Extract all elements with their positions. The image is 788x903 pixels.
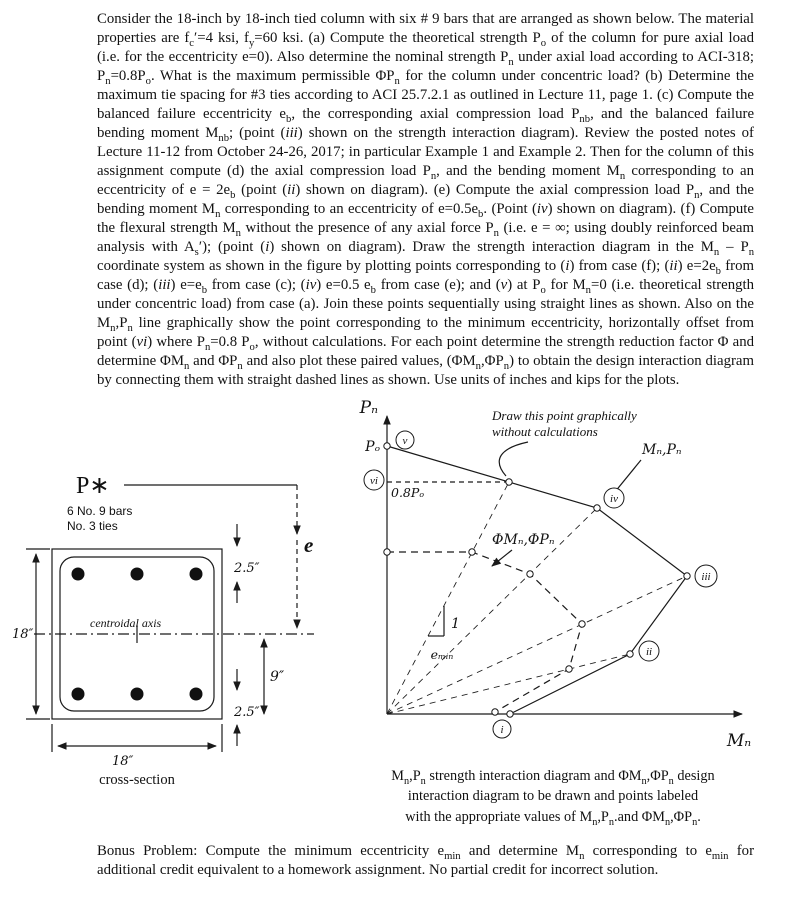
design-point-i xyxy=(491,708,499,716)
emin-label: eₘᵢₙ xyxy=(431,647,454,662)
ray-iv xyxy=(386,507,598,715)
po8-label: 0.8Pₒ xyxy=(391,485,424,500)
load-label: P∗ xyxy=(76,473,109,499)
po-label: Pₒ xyxy=(364,439,380,455)
design-point-cap xyxy=(383,548,391,556)
diagram-caption: Mn,Pn strength interaction diagram and Φ… xyxy=(391,768,715,828)
figure: P∗ e 6 No. 9 bars No. 3 ties xyxy=(0,394,788,838)
label-text: ii xyxy=(646,646,652,658)
top-cover-dim: 2.5″ xyxy=(233,561,260,576)
point-iv xyxy=(593,504,601,512)
width-dim: 18″ xyxy=(112,754,134,769)
label-circle xyxy=(492,719,512,739)
bottom-cover-dim: 2.5″ xyxy=(233,705,260,720)
point-label-iv: iv xyxy=(603,487,625,509)
slope-label: 1 xyxy=(451,616,460,632)
height-dim: 18″ xyxy=(12,627,34,642)
ray-ii xyxy=(386,653,631,715)
problem-statement: Consider the 18-inch by 18-inch tied col… xyxy=(97,11,755,388)
pn-axis-label: Pₙ xyxy=(359,398,378,418)
rebar-group xyxy=(71,567,203,701)
note-line-1: Draw this point graphically xyxy=(491,408,637,423)
design-label-pointer xyxy=(491,549,513,567)
section-labels: 6 No. 9 bars No. 3 ties xyxy=(67,504,132,533)
note-pointer xyxy=(498,441,529,477)
dimensions: 2.5″ 9″ 2.5″ 18″ 18″ xyxy=(12,524,285,769)
point-label-v: v xyxy=(395,430,415,450)
ray-iii xyxy=(386,575,688,715)
label-circle xyxy=(395,430,415,450)
design-point-ii xyxy=(565,665,573,673)
label-text: iii xyxy=(701,571,710,583)
label-text: v xyxy=(403,435,408,447)
point-label-ii: ii xyxy=(638,640,660,662)
ray-emin xyxy=(386,481,510,715)
label-circle xyxy=(638,640,660,662)
bonus-problem: Bonus Problem: Compute the minimum eccen… xyxy=(97,843,754,878)
ties-label: No. 3 ties xyxy=(67,519,118,533)
point-iii xyxy=(683,572,691,580)
load-annotation: P∗ e xyxy=(76,473,313,629)
point-markers xyxy=(383,442,691,718)
column-outline xyxy=(51,548,223,720)
note-line-2: without calculations xyxy=(492,424,598,439)
label-circle xyxy=(363,469,385,491)
rebar xyxy=(71,687,85,701)
cross-section-figure: P∗ e 6 No. 9 bars No. 3 ties xyxy=(12,473,314,788)
label-text: iv xyxy=(610,493,618,505)
eccentricity-rays xyxy=(386,481,688,715)
label-circle xyxy=(603,487,625,509)
design-point-iii xyxy=(578,620,586,628)
bars-label: 6 No. 9 bars xyxy=(67,504,132,518)
curve-label: Mₙ,Pₙ xyxy=(641,442,682,458)
mn-axis-label: Mₙ xyxy=(726,731,751,751)
point-label-i: i xyxy=(492,719,512,739)
half-depth-dim: 9″ xyxy=(270,669,285,685)
design-label: ΦMₙ,ΦPₙ xyxy=(492,532,555,548)
design-point-iv xyxy=(526,570,534,578)
rebar xyxy=(130,687,144,701)
eccentricity-label: e xyxy=(304,533,313,557)
design-interaction-curve xyxy=(387,551,583,713)
point-ii xyxy=(626,650,634,658)
cross-section-caption: cross-section xyxy=(99,772,175,788)
point-emin xyxy=(505,478,513,486)
label-text: i xyxy=(500,724,503,736)
design-point-emin xyxy=(468,548,476,556)
point-v xyxy=(383,442,391,450)
point-label-vi: vi xyxy=(363,469,385,491)
point-label-iii: iii xyxy=(694,564,718,588)
rebar xyxy=(189,687,203,701)
rebar xyxy=(189,567,203,581)
section-drawing: centroidal axis xyxy=(34,548,314,720)
rebar xyxy=(71,567,85,581)
rebar xyxy=(130,567,144,581)
centroidal-axis-label: centroidal axis xyxy=(90,616,162,630)
interaction-diagram: Pₙ Mₙ Pₒ 0.8Pₒ xyxy=(359,398,752,751)
label-circle xyxy=(694,564,718,588)
label-text: vi xyxy=(370,475,378,487)
point-i xyxy=(506,710,514,718)
